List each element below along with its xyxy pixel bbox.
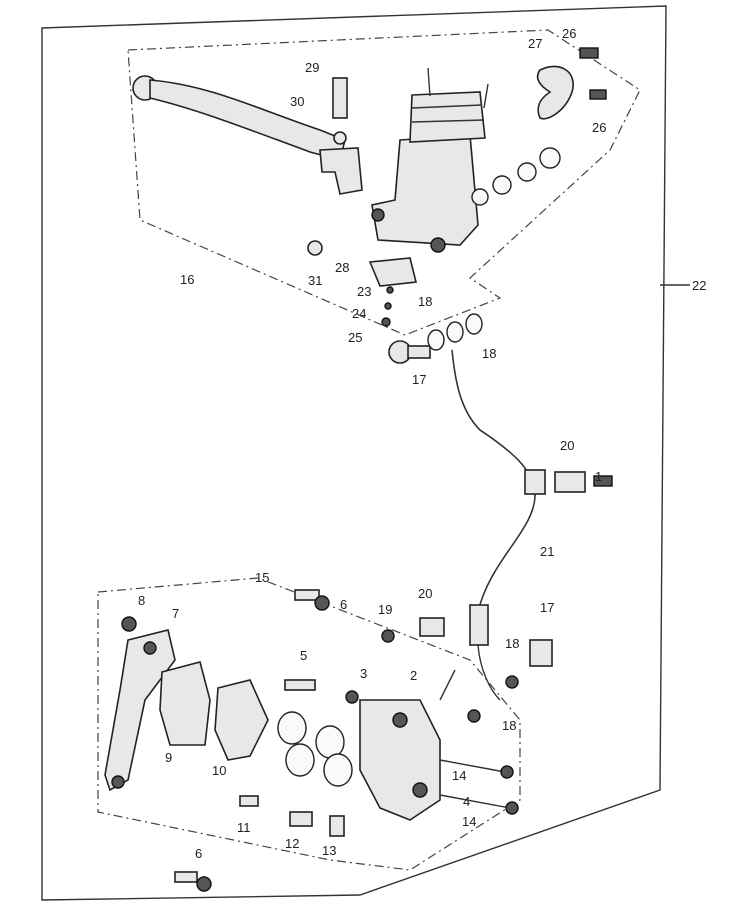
callout-2: 2 xyxy=(410,668,417,683)
callout-27: 27 xyxy=(528,36,542,51)
callout-16: 16 xyxy=(180,272,194,287)
callout-31: 31 xyxy=(308,273,322,288)
callout-7: 7 xyxy=(172,606,179,621)
callout-20a: 20 xyxy=(560,438,574,453)
reservoir-screws xyxy=(427,67,489,109)
callout-30: 30 xyxy=(290,94,304,109)
callout-25: 25 xyxy=(348,330,362,345)
brake-pad-outer xyxy=(214,679,269,761)
callout-21: 21 xyxy=(540,544,554,559)
callout-18d: 18 xyxy=(502,718,516,733)
lower-hose-fitting xyxy=(469,604,501,701)
callout-24: 24 xyxy=(352,306,366,321)
lever-bracket xyxy=(319,147,363,195)
callout-10: 10 xyxy=(212,763,226,778)
brake-pad-inner xyxy=(159,661,211,746)
mounting-bolts xyxy=(174,589,330,892)
outer-frame xyxy=(41,5,667,901)
callout-26b: 26 xyxy=(592,120,606,135)
brake-lever xyxy=(132,75,346,161)
callout-20b: 20 xyxy=(418,586,432,601)
callout-13: 13 xyxy=(322,843,336,858)
callout-6b: 6 xyxy=(195,846,202,861)
clamp-bolts xyxy=(579,47,607,100)
upper-washers xyxy=(427,313,483,351)
piston-kit xyxy=(471,147,561,206)
callout-19: 19 xyxy=(378,602,392,617)
callout-28: 28 xyxy=(335,260,349,275)
upper-banjo-bolt xyxy=(388,340,431,364)
callout-17b: 17 xyxy=(540,600,554,615)
callout-14b: 14 xyxy=(462,814,476,829)
hose-clip xyxy=(524,469,546,495)
callout-17a: 17 xyxy=(412,372,426,387)
brake-hose-outline xyxy=(451,349,536,613)
master-cylinder-group-boundary xyxy=(127,29,641,336)
callout-5: 5 xyxy=(300,648,307,663)
callout-12: 12 xyxy=(285,836,299,851)
callout-18a: 18 xyxy=(418,294,432,309)
callout-18b: 18 xyxy=(482,346,496,361)
handlebar-clamp xyxy=(536,65,574,120)
hose-guide xyxy=(554,471,613,493)
callout-1: 1 xyxy=(595,469,602,484)
caliper-pins xyxy=(439,759,519,815)
pivot-bolt xyxy=(332,77,348,145)
master-cylinder-body xyxy=(371,91,486,253)
callout-26a: 26 xyxy=(562,26,576,41)
callout-9: 9 xyxy=(165,750,172,765)
callout-18c: 18 xyxy=(505,636,519,651)
callout-29: 29 xyxy=(305,60,319,75)
callout-11: 11 xyxy=(237,820,251,835)
caliper-body xyxy=(359,699,441,821)
callout-3: 3 xyxy=(360,666,367,681)
callout-23: 23 xyxy=(357,284,371,299)
callout-14a: 14 xyxy=(452,768,466,783)
caliper-small-parts xyxy=(121,616,553,837)
callout-15: 15 xyxy=(255,570,269,585)
callout-8: 8 xyxy=(138,593,145,608)
callout-4: 4 xyxy=(463,794,470,809)
callout-labels: 1 2 3 4 5 6 6 7 8 9 10 11 12 13 14 14 15… xyxy=(138,26,706,861)
callout-6a: 6 xyxy=(340,597,347,612)
caliper-bracket xyxy=(104,629,176,792)
caliper-pistons xyxy=(277,711,353,787)
brake-switch xyxy=(307,240,417,327)
callout-22: 22 xyxy=(692,278,706,293)
